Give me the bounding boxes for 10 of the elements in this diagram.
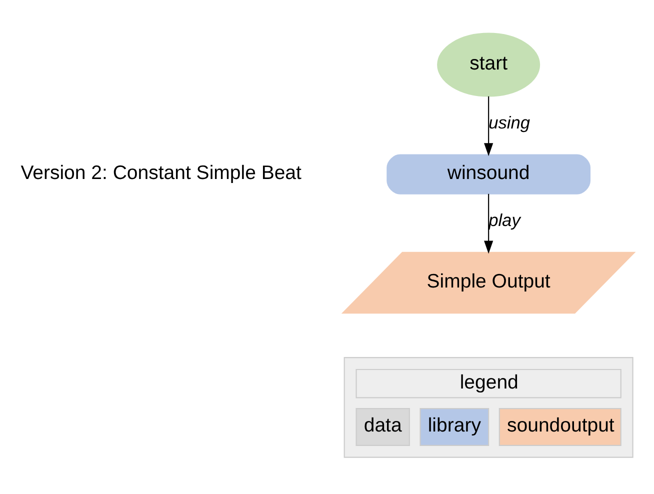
label: legend bbox=[460, 370, 518, 393]
arrow bbox=[484, 96, 494, 156]
node-ellipse: start bbox=[437, 32, 540, 96]
legend-label: data bbox=[364, 414, 402, 436]
legend-label: library bbox=[428, 414, 481, 436]
arrow bbox=[484, 193, 494, 254]
legend-label: soundoutput bbox=[507, 414, 614, 436]
node-box: winsound bbox=[386, 154, 590, 194]
edge-label: using bbox=[488, 112, 530, 132]
label: Version 2: Constant Simple Beat bbox=[20, 162, 302, 184]
